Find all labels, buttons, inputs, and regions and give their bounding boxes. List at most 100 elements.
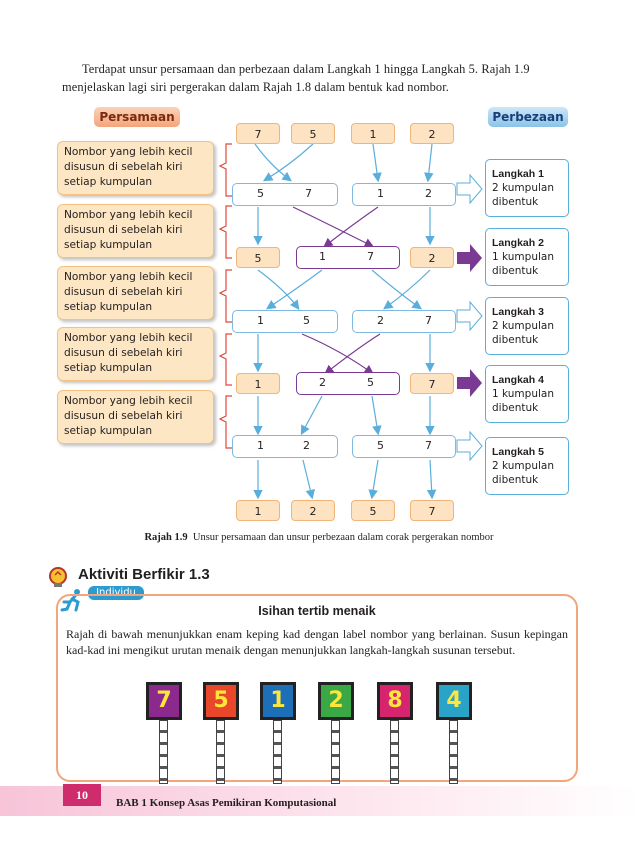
arrow <box>262 143 314 182</box>
number-card: 7 <box>410 373 454 394</box>
group-box: 1 2 <box>232 435 338 458</box>
step-title: Langkah 4 <box>492 374 544 386</box>
similarity-tag: Persamaan <box>94 107 180 127</box>
step-line: 2 kumpulan <box>492 182 554 194</box>
number-card: 5 <box>236 247 280 268</box>
sign-pole <box>331 720 340 784</box>
side-arrow <box>456 173 483 205</box>
sign-card: 1 <box>260 682 296 720</box>
number-card: 2 <box>410 247 454 268</box>
group-number: 5 <box>303 314 310 327</box>
sign-card: 8 <box>377 682 413 720</box>
arrow <box>371 269 422 310</box>
group-number: 2 <box>425 187 432 200</box>
similarity-box-2: Nombor yang lebih kecil disusun di sebel… <box>57 204 214 258</box>
group-box: 1 5 <box>232 310 338 333</box>
group-number: 5 <box>367 376 374 389</box>
step-title: Langkah 2 <box>492 237 544 249</box>
group-box: 2 5 <box>296 372 400 395</box>
page-number: 10 <box>63 784 101 806</box>
number-card: 7 <box>410 500 454 521</box>
chapter-title: BAB 1 Konsep Asas Pemikiran Komputasiona… <box>116 797 337 809</box>
step-line: dibentuk <box>492 265 539 277</box>
arrow <box>266 269 323 310</box>
similarity-box-3: Nombor yang lebih kecil disusun di sebel… <box>57 266 214 320</box>
similarity-box-1: Nombor yang lebih kecil disusun di sebel… <box>57 141 214 195</box>
arrow <box>292 206 375 248</box>
step-box-3: Langkah 3 2 kumpulan dibentuk <box>485 297 569 355</box>
number-card: 5 <box>351 500 395 521</box>
step-line: 2 kumpulan <box>492 460 554 472</box>
sign-pole <box>216 720 225 784</box>
arrow <box>368 459 379 500</box>
step-line: dibentuk <box>492 334 539 346</box>
bracket <box>218 395 232 449</box>
bracket <box>218 205 232 259</box>
group-number: 2 <box>377 314 384 327</box>
group-number: 2 <box>319 376 326 389</box>
number-card: 2 <box>291 500 335 521</box>
step-box-1: Langkah 1 2 kumpulan dibentuk <box>485 159 569 217</box>
step-box-4: Langkah 4 1 kumpulan dibentuk <box>485 365 569 423</box>
arrow <box>426 459 437 500</box>
arrow <box>323 206 379 248</box>
group-number: 7 <box>367 250 374 263</box>
intro-line-2: menjelaskan lagi siri pergerakan dalam R… <box>62 80 449 94</box>
caption-text: Unsur persamaan dan unsur perbezaan dala… <box>192 532 494 543</box>
group-box: 2 7 <box>352 310 456 333</box>
step-line: dibentuk <box>492 196 539 208</box>
side-arrow <box>456 430 483 462</box>
number-card: 1 <box>236 373 280 394</box>
step-line: 2 kumpulan <box>492 320 554 332</box>
step-line: dibentuk <box>492 402 539 414</box>
intro-paragraph: Terdapat unsur persamaan dan perbezaan d… <box>62 60 582 96</box>
step-box-2: Langkah 2 1 kumpulan dibentuk <box>485 228 569 286</box>
arrow <box>424 143 434 183</box>
group-number: 7 <box>425 439 432 452</box>
group-number: 2 <box>303 439 310 452</box>
side-arrow <box>457 369 482 397</box>
caption-label: Rajah 1.9 <box>144 532 188 543</box>
bracket <box>218 269 232 323</box>
similarity-box-4: Nombor yang lebih kecil disusun di sebel… <box>57 327 214 381</box>
activity-panel <box>56 594 578 782</box>
figure-caption: Rajah 1.9 Unsur persamaan dan unsur perb… <box>0 532 638 543</box>
group-number: 7 <box>425 314 432 327</box>
step-box-5: Langkah 5 2 kumpulan dibentuk <box>485 437 569 495</box>
arrow <box>324 333 381 375</box>
activity-heading: Isihan tertib menaik <box>258 604 376 618</box>
lightbulb-icon <box>49 567 67 587</box>
group-number: 5 <box>377 439 384 452</box>
sign-card: 5 <box>203 682 239 720</box>
group-box: 5 7 <box>352 435 456 458</box>
activity-mode-badge: Individu <box>88 586 144 600</box>
group-number: 1 <box>257 314 264 327</box>
group-box: 5 7 <box>232 183 338 206</box>
group-box: 1 2 <box>352 183 456 206</box>
group-number: 1 <box>257 439 264 452</box>
similarity-box-5: Nombor yang lebih kecil disusun di sebel… <box>57 390 214 444</box>
number-card: 7 <box>236 123 280 144</box>
step-title: Langkah 3 <box>492 306 544 318</box>
activity-title: Aktiviti Berfikir 1.3 <box>78 566 210 583</box>
activity-instructions: Rajah di bawah menunjukkan enam keping k… <box>66 627 568 657</box>
group-number: 1 <box>319 250 326 263</box>
step-line: 1 kumpulan <box>492 388 554 400</box>
number-card: 1 <box>236 500 280 521</box>
intro-line-1: Terdapat unsur persamaan dan perbezaan d… <box>82 62 530 76</box>
step-title: Langkah 5 <box>492 446 544 458</box>
bracket <box>218 333 232 386</box>
bracket <box>218 143 232 197</box>
group-number: 7 <box>305 187 312 200</box>
group-number: 1 <box>377 187 384 200</box>
sign-pole <box>273 720 282 784</box>
number-card: 2 <box>410 123 454 144</box>
arrow <box>302 459 315 500</box>
difference-tag: Perbezaan <box>488 107 568 127</box>
group-box: 1 7 <box>296 246 400 269</box>
sign-pole <box>390 720 399 784</box>
sign-card: 7 <box>146 682 182 720</box>
number-card: 1 <box>351 123 395 144</box>
step-title: Langkah 1 <box>492 168 544 180</box>
arrow <box>254 143 292 182</box>
